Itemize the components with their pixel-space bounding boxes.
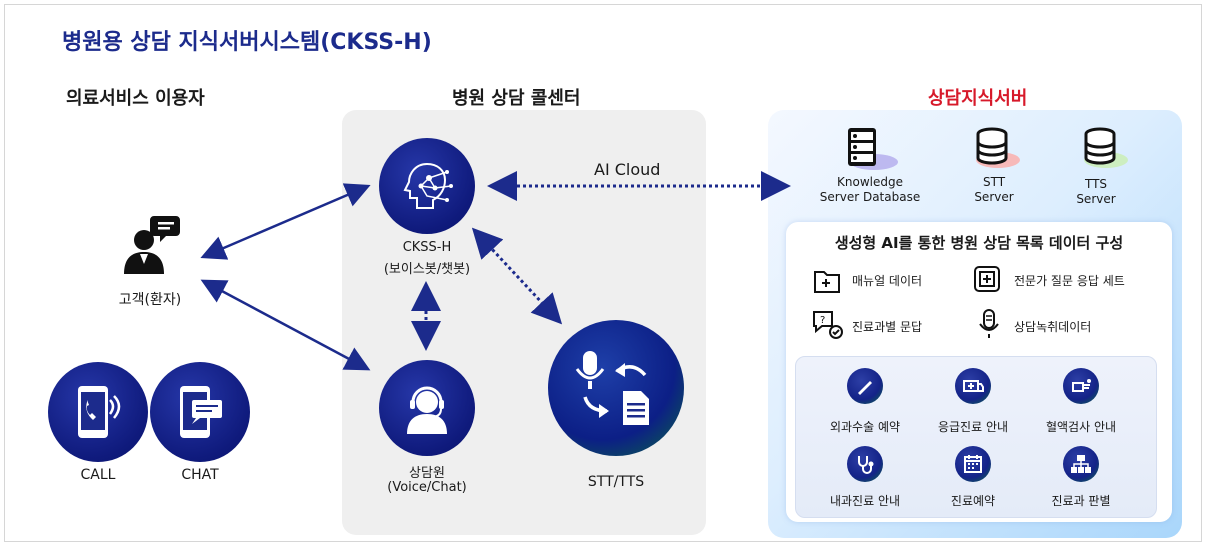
- microphone-icon: [978, 308, 1000, 344]
- chat-label: CHAT: [181, 467, 219, 483]
- knowledge-server-line1: Knowledge: [837, 175, 903, 189]
- ai-cloud-label: AI Cloud: [594, 160, 661, 179]
- knowledge-server-icon: [842, 126, 900, 176]
- arrow-customer-agent: [200, 279, 371, 371]
- phone-call-icon: [78, 386, 121, 438]
- chat-channel: [150, 362, 250, 462]
- tts-server-icon: [1080, 126, 1130, 176]
- data-item-dept-qa: 진료과별 문답: [852, 320, 923, 334]
- org-chart-icon: [1063, 446, 1099, 482]
- call-channel: [48, 362, 148, 462]
- service-dept-classification: 진료과 판별: [1051, 494, 1111, 508]
- stethoscope-icon: [847, 446, 883, 482]
- service-emergency: 응급진료 안내: [937, 420, 1009, 434]
- data-item-recording: 상담녹취데이터: [1014, 320, 1092, 334]
- stt-server-icon: [972, 126, 1022, 176]
- section-users-heading: 의료서비스 이용자: [66, 88, 205, 109]
- ckss-h-subtitle: (보이스봇/챗봇): [383, 262, 471, 277]
- blood-test-icon: [1063, 368, 1099, 404]
- stt-tts-label: STT/TTS: [587, 474, 645, 490]
- data-card-title: 생성형 AI를 통한 병원 상담 목록 데이터 구성: [834, 234, 1124, 252]
- calendar-icon: [955, 446, 991, 482]
- stt-server-line2: Server: [974, 190, 1014, 204]
- agent-subtitle: (Voice/Chat): [387, 480, 467, 495]
- stt-server-line1: STT: [982, 175, 1006, 189]
- ambulance-icon: [955, 368, 991, 404]
- arrow-customer-ckss: [200, 183, 371, 260]
- section-center-heading: 병원 상담 콜센터: [452, 88, 581, 109]
- qa-bubble-icon: ?: [812, 310, 844, 344]
- manual-data-icon: [812, 266, 842, 298]
- customer-icon: [118, 212, 182, 280]
- chat-phone-icon: [180, 386, 222, 438]
- service-appointment: 진료예약: [950, 494, 996, 508]
- tts-server-line2: Server: [1076, 192, 1116, 206]
- tts-server-line1: TTS: [1084, 177, 1108, 191]
- arrow-ckss-stt: [471, 227, 563, 325]
- customer-label: 고객(환자): [118, 292, 182, 308]
- service-internal: 내과진료 안내: [829, 494, 901, 508]
- diagram-frame: [4, 4, 1202, 542]
- data-item-expert-qa: 전문가 질문 응답 세트: [1014, 274, 1125, 288]
- ckss-h-title: CKSS-H: [402, 240, 452, 255]
- diagram-title: 병원용 상담 지식서버시스템(CKSS-H): [62, 30, 432, 55]
- expert-qa-icon: [972, 264, 1002, 298]
- data-item-manual: 매뉴얼 데이터: [852, 274, 923, 288]
- agent-title: 상담원: [409, 466, 445, 481]
- service-blood-test: 혈액검사 안내: [1045, 420, 1117, 434]
- speech-to-text-icon: [575, 351, 649, 425]
- ai-head-icon: [403, 162, 453, 209]
- ckss-h-node: [379, 138, 475, 234]
- stt-tts-node: [548, 320, 684, 456]
- svg-text:?: ?: [820, 315, 825, 326]
- headset-agent-icon: [407, 386, 447, 434]
- section-server-heading: 상담지식서버: [928, 88, 1028, 109]
- service-surgery: 외과수술 예약: [829, 420, 901, 434]
- call-label: CALL: [80, 467, 116, 483]
- knowledge-server-line2: Server Database: [819, 190, 921, 204]
- scalpel-icon: [847, 368, 883, 404]
- agent-node: [379, 360, 475, 456]
